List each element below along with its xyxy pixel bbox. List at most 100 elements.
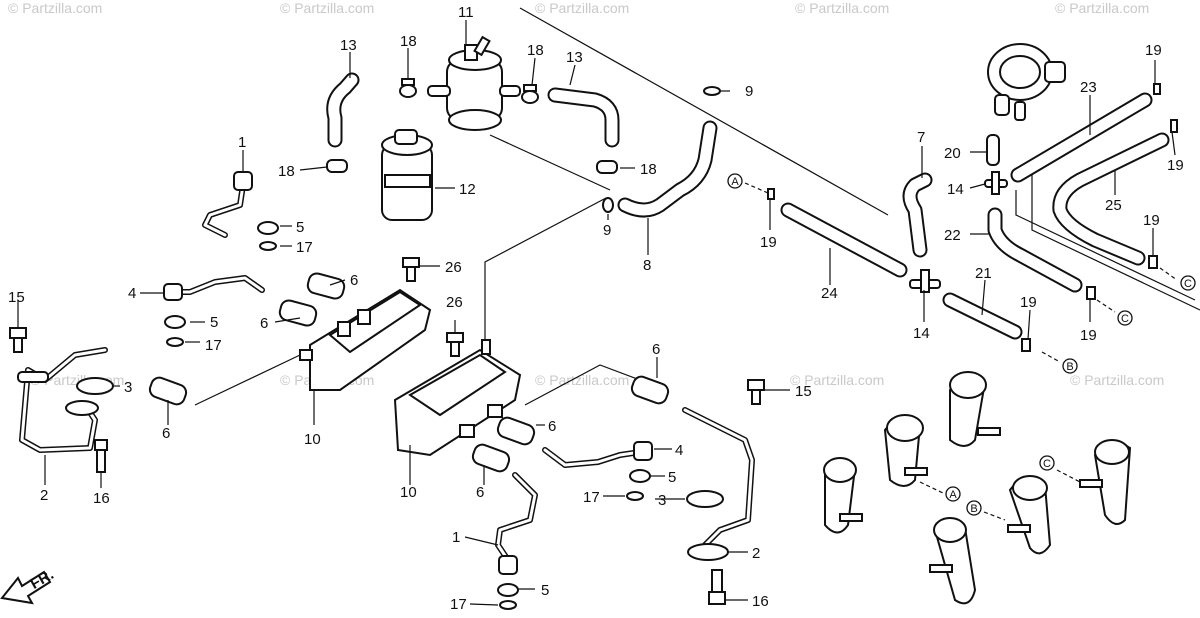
connection-marker-a: A (727, 173, 743, 189)
callout-6: 6 (652, 341, 660, 358)
watermark: © Partzilla.com (795, 0, 889, 16)
svg-text:B: B (970, 503, 977, 515)
callout-6: 6 (476, 484, 484, 501)
callout-23: 23 (1080, 79, 1097, 96)
watermark: © Partzilla.com (535, 0, 629, 16)
callout-1: 1 (452, 529, 460, 546)
svg-text:C: C (1121, 313, 1129, 325)
intake-boot (883, 414, 928, 487)
watermark: © Partzilla.com (1070, 372, 1164, 388)
gasket-3 (65, 400, 99, 416)
leader-line (1031, 175, 1200, 311)
callout-15: 15 (8, 289, 25, 306)
callout-10: 10 (400, 484, 417, 501)
clip-9 (602, 197, 614, 213)
callout-18: 18 (527, 42, 544, 59)
callout-6: 6 (548, 418, 556, 435)
callout-18: 18 (640, 161, 657, 178)
air-pump-valve (987, 43, 1066, 121)
clamp-18 (596, 160, 618, 174)
washer-5 (164, 315, 186, 329)
hose-20 (986, 134, 1000, 166)
callout-15: 15 (795, 383, 812, 400)
connection-marker-c: C (1117, 310, 1133, 326)
callout-leaders (17, 20, 1176, 606)
clip-19 (1148, 255, 1158, 269)
gasket-3 (686, 490, 724, 508)
reed-valve-10 (393, 339, 522, 457)
leader-line (484, 197, 607, 340)
bolt-26 (402, 257, 420, 282)
bolt-16 (708, 569, 726, 605)
callout-20: 20 (944, 145, 961, 162)
callout-17: 17 (450, 596, 467, 613)
intake-boot (823, 457, 863, 534)
clamp-18 (399, 78, 417, 98)
callout-19: 19 (1143, 212, 1160, 229)
intake-boot (929, 517, 977, 605)
connection-marker-b: B (1062, 358, 1078, 374)
callout-5: 5 (210, 314, 218, 331)
callout-17: 17 (296, 239, 313, 256)
clip-19 (1021, 338, 1031, 352)
callout-2: 2 (40, 487, 48, 504)
callout-9: 9 (745, 83, 753, 100)
connection-marker-c: C (1180, 275, 1196, 291)
bolt-15 (747, 379, 765, 405)
washer-5 (257, 221, 279, 235)
watermark: © Partzilla.com (790, 372, 884, 388)
callout-25: 25 (1105, 197, 1122, 214)
callout-16: 16 (752, 593, 769, 610)
bolt-26 (446, 332, 464, 357)
connection-arrows (744, 182, 1178, 521)
clip-19 (1086, 286, 1096, 300)
clamp-18 (326, 159, 348, 173)
pipe-1-nut (498, 555, 518, 575)
leader-line (1015, 190, 1196, 301)
callout-6: 6 (260, 315, 268, 332)
hose-6 (278, 299, 318, 327)
intake-boot (949, 371, 1001, 447)
leader-line (524, 364, 641, 406)
leader-line (489, 134, 611, 191)
callout-1: 1 (238, 134, 246, 151)
clip-19 (1170, 119, 1178, 133)
washer-17 (626, 491, 644, 501)
callout-26: 26 (446, 294, 463, 311)
svg-text:B: B (1066, 361, 1073, 373)
callout-3: 3 (658, 492, 666, 509)
callout-12: 12 (459, 181, 476, 198)
callout-5: 5 (668, 469, 676, 486)
callout-3: 3 (124, 379, 132, 396)
callout-4: 4 (128, 285, 136, 302)
callout-22: 22 (944, 227, 961, 244)
watermark: © Partzilla.com (8, 0, 102, 16)
gasket-3 (76, 377, 114, 395)
callout-10: 10 (304, 431, 321, 448)
connection-marker-a: A (945, 486, 961, 502)
intake-boot (1079, 439, 1132, 525)
callout-17: 17 (205, 337, 222, 354)
callout-19: 19 (1080, 327, 1097, 344)
pipe-4-nut (163, 283, 183, 301)
pipe-2 (682, 407, 755, 548)
front-arrow-icon (0, 570, 52, 605)
callout-6: 6 (162, 425, 170, 442)
hose-6 (148, 376, 188, 406)
pipe-1-nut (233, 171, 253, 191)
clip-9 (703, 86, 721, 96)
connection-marker-b: B (966, 500, 982, 516)
callout-13: 13 (340, 37, 357, 54)
pipe-2-flange (17, 371, 49, 383)
callout-13: 13 (566, 49, 583, 66)
callout-18: 18 (278, 163, 295, 180)
intake-boot (1007, 475, 1052, 555)
callout-2: 2 (752, 545, 760, 562)
clip-19 (1153, 83, 1161, 95)
washer-17 (259, 241, 277, 251)
washer-5 (497, 583, 519, 597)
callout-14: 14 (913, 325, 930, 342)
callout-18: 18 (400, 33, 417, 50)
leader-line (519, 7, 889, 216)
